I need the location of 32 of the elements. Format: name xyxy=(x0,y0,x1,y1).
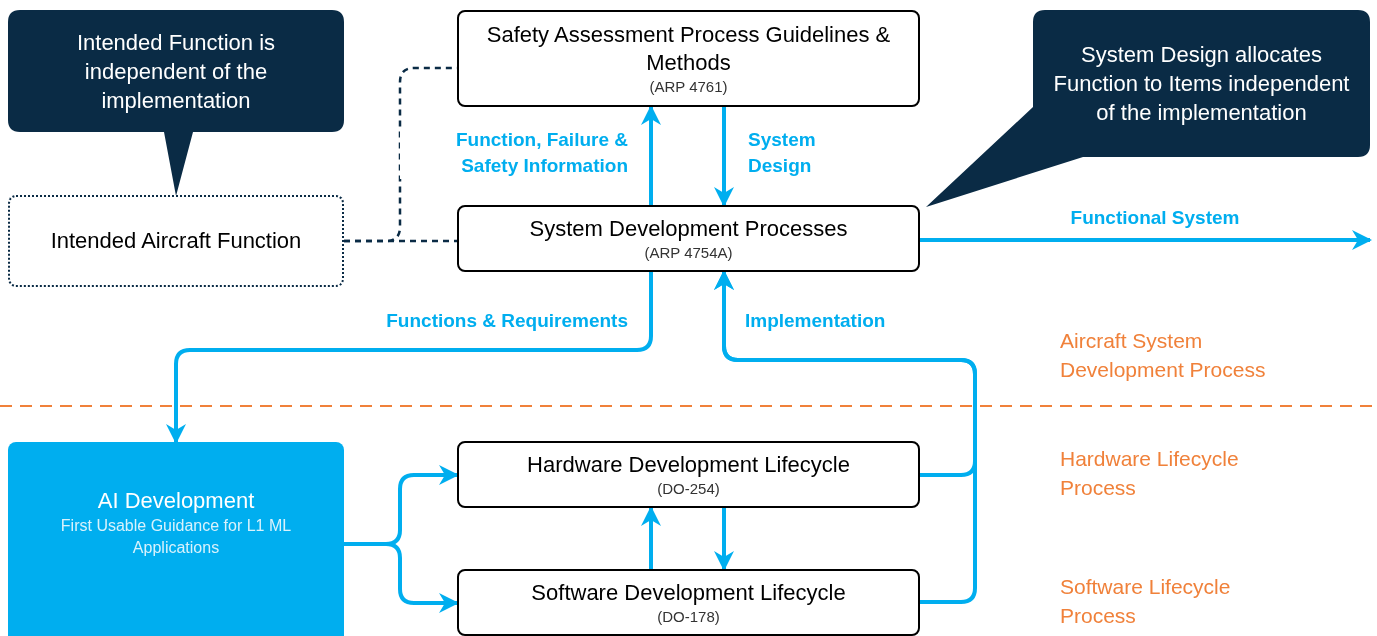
dashed-box xyxy=(8,195,344,287)
box-title: AI Development xyxy=(97,487,255,515)
process-box xyxy=(457,10,920,107)
arrow xyxy=(714,508,734,571)
region-label: Aircraft System Development Process xyxy=(1060,328,1267,383)
standard-reference: (DO-254) xyxy=(657,478,720,499)
standard-reference: (ARP 4761) xyxy=(649,76,728,97)
arrow xyxy=(641,506,661,569)
standard-reference: (ARP 4754A) xyxy=(644,242,733,263)
arrow xyxy=(344,542,459,613)
process-box xyxy=(457,205,920,272)
callout-text: System Design allocates Function to Items independent of the implementation xyxy=(1052,41,1351,127)
dashed-connector xyxy=(344,239,457,243)
box-title: Intended Aircraft Function xyxy=(50,227,302,255)
arrow xyxy=(641,105,661,205)
process-box xyxy=(457,569,920,636)
region-label: Software Lifecycle Process xyxy=(1060,574,1232,629)
speech-bubble xyxy=(8,10,344,196)
standard-reference: (DO-178) xyxy=(657,606,720,627)
region-label: Hardware Lifecycle Process xyxy=(1060,446,1240,501)
box-title: Hardware Development Lifecycle xyxy=(527,450,850,479)
speech-bubble xyxy=(926,10,1370,207)
process-box xyxy=(8,442,344,636)
callout-text: Intended Function is independent of the implementation xyxy=(75,28,277,115)
box-title: System Development Processes xyxy=(529,214,848,243)
arrow xyxy=(166,272,653,444)
box-title: Software Development Lifecycle xyxy=(531,578,846,607)
box-subtitle: First Usable Guidance for L1 ML Applications xyxy=(59,516,293,558)
arrow xyxy=(920,230,1372,250)
process-box xyxy=(457,441,920,508)
arrow xyxy=(714,107,734,207)
box-title: Safety Assessment Process Guidelines & Methods xyxy=(485,20,892,77)
